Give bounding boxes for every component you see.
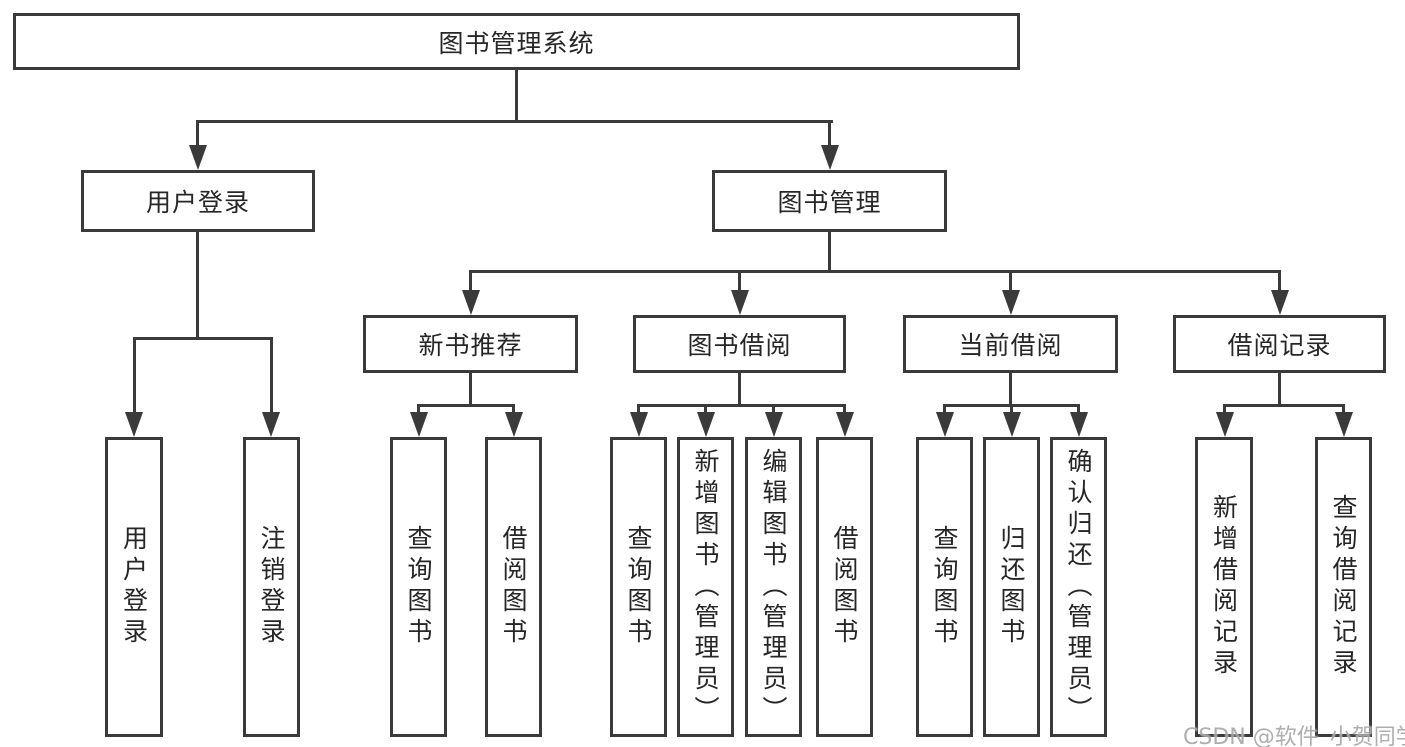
connector-g4-drop-1 [1223, 404, 1226, 414]
leaf-add-borrow-record-label: 新增借阅记录 [1209, 494, 1239, 680]
arrowhead-book-management [821, 145, 839, 170]
connector-g2-drop-4 [843, 404, 846, 414]
csdn-watermark: CSDN @软件_小贺同学 [1183, 725, 1405, 747]
arrowhead-g2-leaf-4 [836, 412, 854, 437]
connector-drop-new-book [469, 270, 472, 292]
leaf-query-book-2: 查询图书 [610, 437, 667, 737]
connector-root-hline [196, 120, 833, 123]
arrowhead-current-borrow [1002, 290, 1020, 315]
connector-g3-drop-2 [1010, 404, 1013, 414]
connector-g2-drop-2 [704, 404, 707, 414]
arrowhead-leaf-user-login [125, 412, 143, 437]
leaf-add-book-admin: 新增图书（管理员） [677, 437, 734, 737]
leaf-add-book-admin-label: 新增图书（管理员） [691, 447, 720, 727]
node-book-management-label: 图书管理 [777, 188, 882, 217]
arrowhead-g1-leaf-1 [410, 412, 428, 437]
connector-g2-stub [738, 373, 741, 406]
connector-g1-drop-2 [512, 404, 515, 414]
leaf-query-book-3: 查询图书 [916, 437, 973, 737]
leaf-query-book-1: 查询图书 [390, 437, 447, 737]
connector-g2-drop-1 [637, 404, 640, 414]
leaf-edit-book-admin-label: 编辑图书（管理员） [759, 447, 788, 727]
connector-userlogin-stub [196, 232, 199, 337]
arrowhead-book-borrow [731, 290, 749, 315]
connector-g4-hline [1223, 404, 1345, 407]
connector-g3-stub [1009, 373, 1012, 406]
leaf-query-book-3-label: 查询图书 [930, 525, 959, 649]
leaf-confirm-return-admin: 确认归还（管理员） [1050, 437, 1107, 737]
leaf-query-borrow-record-label: 查询借阅记录 [1329, 494, 1358, 680]
arrowhead-leaf-logout [262, 412, 280, 437]
leaf-query-borrow-record: 查询借阅记录 [1315, 437, 1372, 737]
node-root: 图书管理系统 [13, 13, 1020, 70]
node-book-management: 图书管理 [712, 170, 947, 232]
connector-g1-drop-1 [417, 404, 420, 414]
node-user-login: 用户登录 [81, 170, 315, 232]
arrowhead-g4-leaf-1 [1216, 412, 1234, 437]
connector-g1-hline [417, 404, 515, 407]
node-book-borrow: 图书借阅 [633, 315, 846, 373]
connector-g4-stub [1278, 373, 1281, 406]
leaf-add-borrow-record: 新增借阅记录 [1195, 437, 1253, 737]
connector-g4-drop-2 [1342, 404, 1345, 414]
connector-drop-borrow-record [1278, 270, 1281, 292]
arrowhead-g3-leaf-3 [1070, 412, 1088, 437]
arrowhead-new-book [462, 290, 480, 315]
connector-bookmgmt-hline [469, 270, 1281, 273]
arrowhead-g2-leaf-2 [697, 412, 715, 437]
node-book-borrow-label: 图书借阅 [687, 331, 792, 360]
arrowhead-g2-leaf-3 [765, 412, 783, 437]
arrowhead-g4-leaf-2 [1335, 412, 1353, 437]
leaf-query-book-1-label: 查询图书 [404, 525, 433, 649]
node-borrow-record-label: 借阅记录 [1227, 331, 1332, 360]
leaf-user-login-label: 用户登录 [119, 525, 149, 649]
connector-drop-current-borrow [1009, 270, 1012, 292]
connector-g2-drop-3 [772, 404, 775, 414]
connector-drop-leaf-logout [270, 337, 273, 413]
arrowhead-user-login [189, 145, 207, 170]
arrowhead-g2-leaf-1 [630, 412, 648, 437]
connector-g3-drop-3 [1077, 404, 1080, 414]
leaf-edit-book-admin: 编辑图书（管理员） [745, 437, 802, 737]
arrowhead-g1-leaf-2 [505, 412, 523, 437]
leaf-borrow-book-2-label: 借阅图书 [830, 525, 859, 649]
leaf-confirm-return-admin-label: 确认归还（管理员） [1064, 447, 1093, 727]
connector-root-stub [515, 70, 518, 123]
connector-g1-stub [469, 373, 472, 406]
connector-drop-user-login [196, 120, 199, 148]
node-new-book-recommend-label: 新书推荐 [418, 331, 523, 360]
connector-g3-drop-1 [943, 404, 946, 414]
node-user-login-label: 用户登录 [145, 188, 250, 217]
node-root-label: 图书管理系统 [438, 28, 595, 58]
leaf-user-login: 用户登录 [105, 437, 163, 737]
connector-drop-leaf-user-login [133, 337, 136, 413]
connector-drop-book-management [828, 120, 831, 148]
leaf-return-book-label: 归还图书 [997, 525, 1026, 649]
connector-bookmgmt-stub [828, 232, 831, 270]
node-current-borrow-label: 当前借阅 [958, 331, 1063, 360]
arrowhead-g3-leaf-2 [1003, 412, 1021, 437]
arrowhead-g3-leaf-1 [936, 412, 954, 437]
connector-g2-hline [637, 404, 846, 407]
leaf-borrow-book-2: 借阅图书 [816, 437, 873, 737]
leaf-return-book: 归还图书 [983, 437, 1040, 737]
leaf-logout: 注销登录 [243, 437, 300, 737]
leaf-borrow-book-1-label: 借阅图书 [499, 525, 528, 649]
connector-userlogin-hline [133, 337, 273, 340]
arrowhead-borrow-record [1271, 290, 1289, 315]
leaf-borrow-book-1: 借阅图书 [485, 437, 542, 737]
leaf-query-book-2-label: 查询图书 [624, 525, 653, 649]
leaf-logout-label: 注销登录 [257, 525, 286, 649]
connector-drop-book-borrow [738, 270, 741, 292]
node-borrow-record: 借阅记录 [1173, 315, 1386, 373]
node-current-borrow: 当前借阅 [903, 315, 1118, 373]
node-new-book-recommend: 新书推荐 [363, 315, 578, 373]
